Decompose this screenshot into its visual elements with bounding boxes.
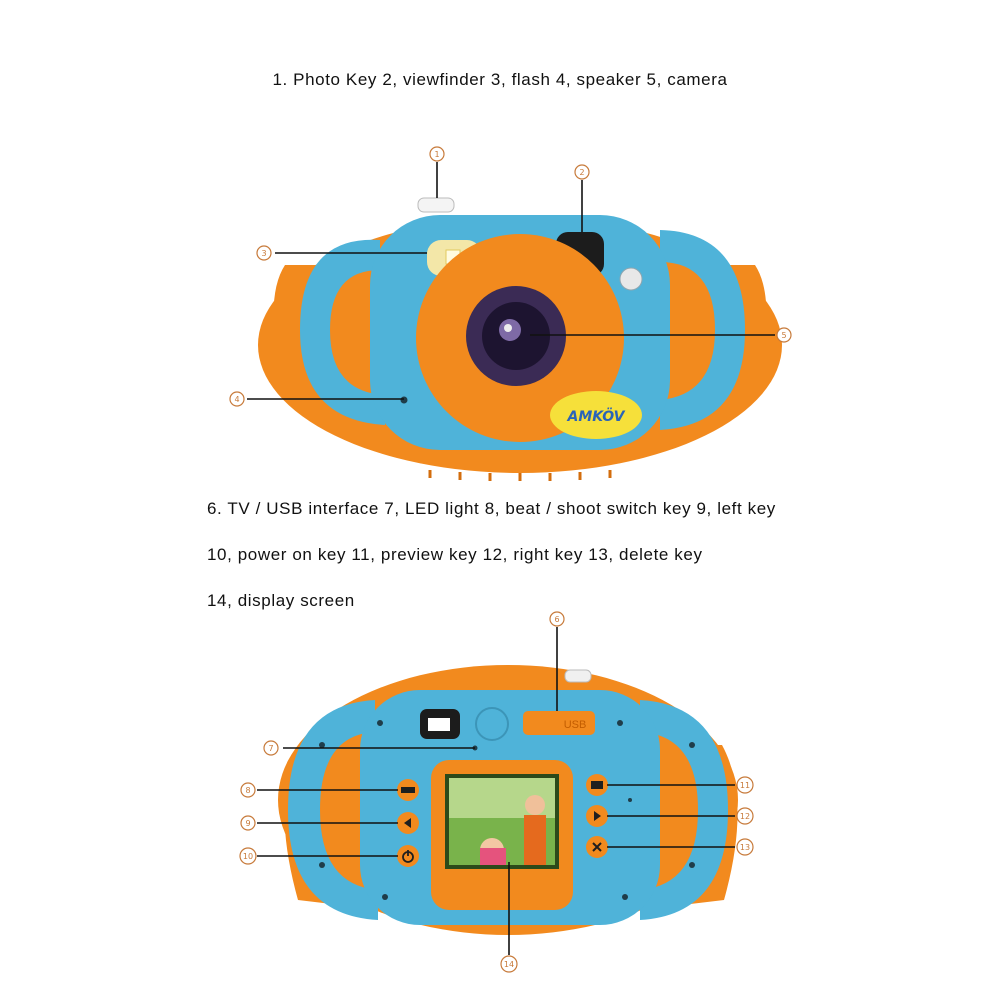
callout-2: 2 [574,164,590,180]
photo-key [417,197,455,213]
callout-10: 10 [239,847,257,865]
camera-front-view: AMKÖV 1 2 3 4 5 [229,146,792,481]
callout-8: 8 [240,782,256,798]
back-caption-line-3: 14, display screen [207,591,355,610]
svg-text:7: 7 [268,744,273,753]
right-handle [660,230,745,430]
svg-text:9: 9 [245,819,250,828]
svg-text:14: 14 [504,960,514,969]
brand-logo-text: AMKÖV [567,407,626,425]
callout-11: 11 [736,776,754,794]
brand-logo-badge [550,391,642,439]
svg-text:12: 12 [740,812,750,821]
callout-5: 5 [776,327,792,343]
power-on-key [397,845,419,867]
svg-text:13: 13 [740,843,750,852]
left-handle [300,239,385,425]
callout-9: 9 [240,815,256,831]
front-caption: 1. Photo Key 2, viewfinder 3, flash 4, s… [272,70,728,89]
back-right-handle [640,700,728,920]
usb-label: USB [564,719,587,731]
back-left-handle [288,700,378,920]
callout-13: 13 [736,838,754,856]
usb-interface [523,711,595,735]
callout-1: 1 [429,146,445,162]
svg-text:5: 5 [781,331,786,340]
svg-text:10: 10 [243,852,253,861]
camera-back-view: USB [239,611,754,973]
callout-7: 7 [263,740,279,756]
svg-text:2: 2 [579,168,584,177]
svg-text:8: 8 [245,786,250,795]
preview-key [586,774,608,796]
left-key [397,812,419,834]
svg-text:6: 6 [554,615,559,624]
svg-text:11: 11 [740,781,750,790]
callout-6: 6 [549,611,565,627]
back-caption-line-1: 6. TV / USB interface 7, LED light 8, be… [207,499,776,518]
beat-shoot-switch-key [397,779,419,801]
right-key [586,805,608,827]
back-caption-line-2: 10, power on key 11, preview key 12, rig… [207,545,703,564]
delete-key [586,836,608,858]
svg-text:3: 3 [261,249,266,258]
speaker-hole [400,396,408,404]
callout-4: 4 [229,391,245,407]
callout-12: 12 [736,807,754,825]
svg-text:1: 1 [434,150,439,159]
callout-14: 14 [500,955,518,973]
svg-text:4: 4 [234,395,239,404]
callout-3: 3 [256,245,272,261]
